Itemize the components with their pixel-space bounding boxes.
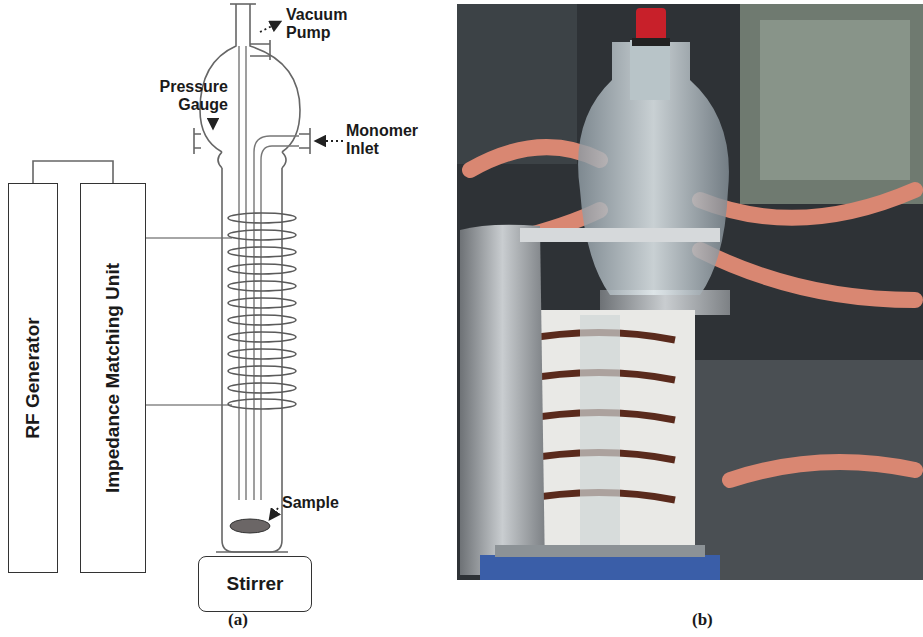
panel-caption: (b) bbox=[692, 610, 732, 630]
box-label: Stirrer bbox=[226, 574, 283, 595]
panel-caption: (a) bbox=[228, 610, 268, 630]
stirrer-box: Stirrer bbox=[198, 556, 312, 612]
generator-box: RF Generator bbox=[8, 183, 58, 573]
part-label: Pressure Gauge bbox=[150, 78, 228, 115]
part-label: Monomer Inlet bbox=[346, 122, 426, 159]
part-label: Vacuum Pump bbox=[286, 6, 358, 43]
part-label: Sample bbox=[282, 494, 362, 512]
box-label: Impedance Matching Unit bbox=[103, 195, 124, 561]
connector-wire bbox=[33, 161, 113, 183]
box-label: RF Generator bbox=[23, 195, 44, 561]
matching-unit-box: Impedance Matching Unit bbox=[80, 183, 146, 573]
